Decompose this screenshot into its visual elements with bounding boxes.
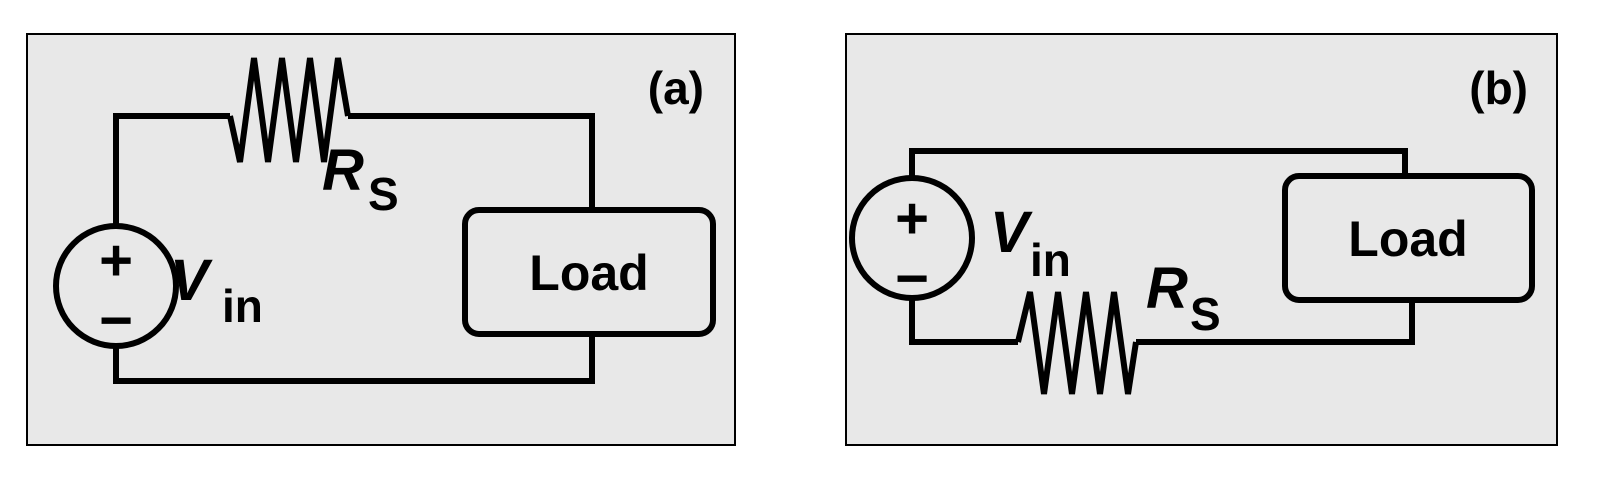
panel-b-tag: (b)	[1469, 62, 1528, 114]
wire-a-bottom	[113, 334, 595, 384]
circuit-panel-b	[845, 33, 1558, 446]
wire-b-top	[909, 148, 1408, 178]
panel-a-tag: (a)	[648, 62, 704, 114]
resistor-a-symbol: R	[322, 138, 364, 203]
voltage-source-b-minus: −	[895, 246, 929, 311]
resistor-a-subscript: S	[368, 168, 399, 220]
wire-a-top-left	[113, 113, 230, 226]
wire-b-bottom-right	[1136, 300, 1415, 345]
circuit-panel-a	[26, 33, 736, 446]
load-box-b	[1282, 173, 1535, 303]
resistor-a-zigzag	[227, 57, 351, 163]
voltage-source-a-plus: +	[99, 228, 133, 293]
voltage-source-b-plus: +	[895, 186, 929, 251]
source-b-symbol: V	[990, 200, 1033, 265]
source-a-symbol: V	[170, 248, 213, 313]
resistor-b-zigzag	[1015, 291, 1139, 395]
resistor-b-subscript: S	[1190, 288, 1221, 340]
voltage-source-b	[849, 175, 975, 301]
voltage-source-a-minus: −	[99, 288, 133, 353]
load-a-label: Load	[529, 245, 648, 301]
wire-b-bottom-left	[909, 298, 1018, 345]
voltage-source-a	[53, 223, 179, 349]
load-box-a	[462, 207, 716, 337]
load-b-label: Load	[1348, 211, 1467, 267]
source-a-subscript: in	[222, 280, 263, 332]
wire-a-top-right	[348, 113, 595, 210]
source-b-subscript: in	[1030, 234, 1071, 286]
resistor-b-symbol: R	[1146, 256, 1188, 321]
